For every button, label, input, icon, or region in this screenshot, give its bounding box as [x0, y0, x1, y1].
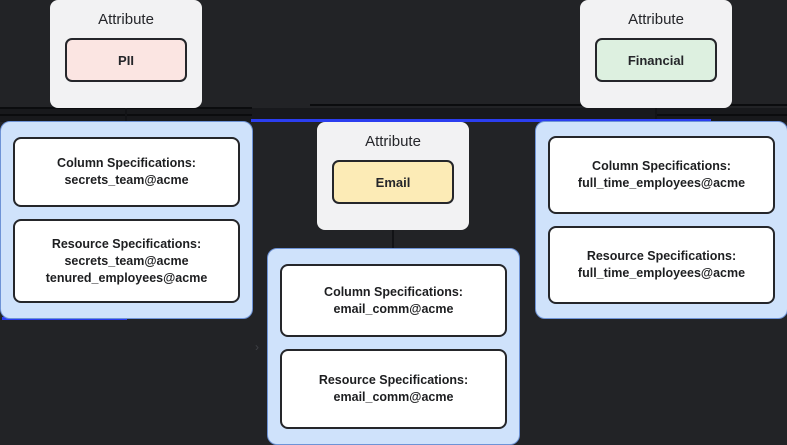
spec-group-full-time-employees[interactable]: Column Specifications: full_time_employe… — [535, 121, 787, 319]
edge-financial-to-full-time — [655, 104, 657, 122]
spec-card-column-specifications[interactable]: Column Specifications: email_comm@acme — [280, 264, 507, 337]
spec-card-column-specifications[interactable]: Column Specifications: full_time_employe… — [548, 136, 775, 214]
spec-card-line: secrets_team@acme — [64, 253, 189, 268]
spec-card-line: tenured_employees@acme — [45, 270, 208, 285]
spec-card-line: email_comm@acme — [333, 301, 454, 316]
edge-band-top — [0, 108, 787, 122]
attribute-chip-pii[interactable]: PII — [65, 38, 187, 82]
spec-card-line: full_time_employees@acme — [577, 266, 746, 280]
spec-card-column-specifications[interactable]: Column Specifications: secrets_team@acme — [13, 137, 240, 207]
spec-card-heading: Column Specifications: — [57, 156, 196, 170]
collapse-chevron-icon[interactable]: › — [255, 340, 259, 354]
spec-card-resource-specifications[interactable]: Resource Specifications: full_time_emplo… — [548, 226, 775, 304]
spec-card-resource-specifications[interactable]: Resource Specifications: secrets_team@ac… — [13, 219, 240, 303]
attribute-node-pii[interactable]: Attribute PII — [50, 0, 202, 108]
attribute-chip-email[interactable]: Email — [332, 160, 454, 204]
spec-group-email-comm[interactable]: Column Specifications: email_comm@acme R… — [267, 248, 520, 445]
attribute-chip-financial[interactable]: Financial — [595, 38, 717, 82]
spec-card-line: email_comm@acme — [333, 390, 454, 404]
edge-pii-to-secrets-team — [125, 104, 127, 122]
attribute-node-pii-title: Attribute — [98, 11, 154, 28]
spec-card-line: secrets_team@acme — [64, 173, 189, 187]
spec-card-heading: Resource Specifications: — [318, 373, 469, 387]
attribute-node-financial[interactable]: Attribute Financial — [580, 0, 732, 108]
attribute-node-email[interactable]: Attribute Email — [317, 122, 469, 230]
spec-card-line: full_time_employees@acme — [577, 176, 746, 190]
attribute-node-email-title: Attribute — [365, 133, 421, 150]
spec-card-resource-specifications[interactable]: Resource Specifications: email_comm@acme — [280, 349, 507, 429]
spec-card-heading: Resource Specifications: — [586, 249, 737, 263]
spec-card-heading: Resource Specifications: — [51, 236, 202, 251]
edge-highlight-top[interactable] — [251, 119, 711, 122]
edge-email-to-email-comm — [392, 228, 394, 248]
spec-card-heading: Column Specifications: — [324, 284, 463, 299]
spec-group-secrets-team[interactable]: Column Specifications: secrets_team@acme… — [0, 121, 253, 319]
attribute-node-financial-title: Attribute — [628, 11, 684, 28]
spec-card-heading: Column Specifications: — [592, 159, 731, 173]
edge-hairline-upper-right — [310, 104, 787, 106]
edge-hairline-lower-right — [655, 114, 787, 116]
